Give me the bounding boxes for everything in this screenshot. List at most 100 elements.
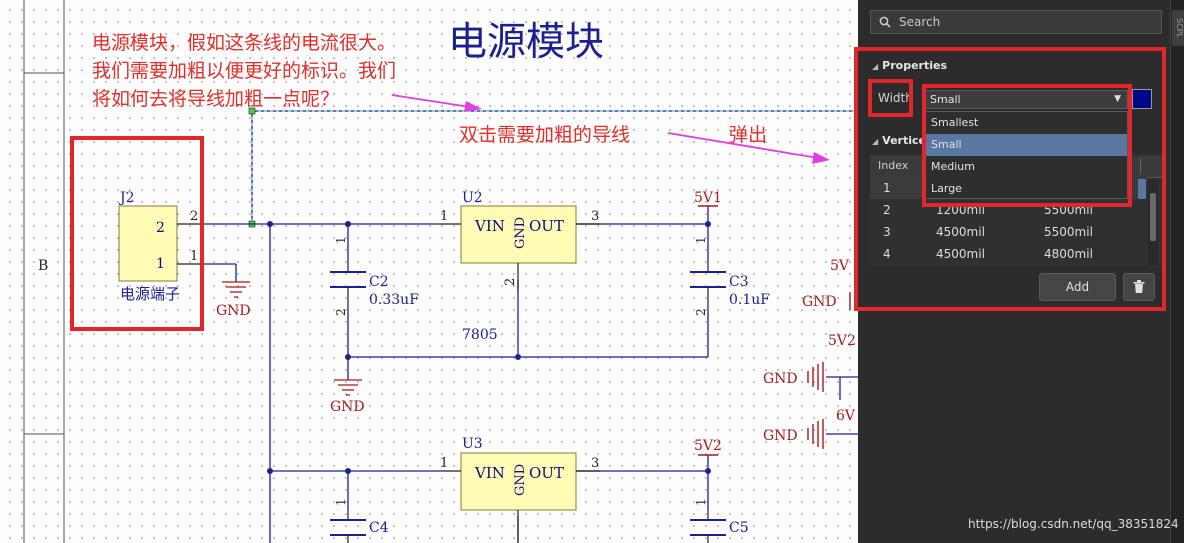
table-row[interactable]: 3 4500mil 5500mil	[870, 221, 1146, 243]
power-port-5v2[interactable]: 5V2	[694, 438, 722, 456]
c2-refdes: C2	[369, 274, 389, 290]
gnd-symbol-c2[interactable]	[334, 379, 362, 396]
annotation-popup: 弹出	[729, 124, 768, 146]
row-index: 4	[883, 247, 891, 261]
gnd-label-j2: GND	[216, 303, 251, 319]
annotation-line-3: 将如何去将导线加粗一点呢？	[92, 88, 340, 110]
capacitor-c5[interactable]: 1 C5	[690, 498, 749, 543]
right-gnd-symbol-3[interactable]	[807, 419, 824, 449]
c3-refdes: C3	[729, 274, 749, 290]
right-gnd-label-2: GND	[763, 371, 798, 387]
junctions	[267, 221, 711, 474]
watermark: https://blog.csdn.net/qq_38351824	[968, 517, 1179, 531]
c3-value: 0.1uF	[729, 292, 770, 308]
capacitor-c2[interactable]: 1 2 C2 0.33uF	[330, 236, 419, 316]
c2-pin-bottom: 2	[334, 308, 348, 316]
sidebar-tab[interactable]: SCPL	[1172, 10, 1184, 46]
highlight-box-properties	[854, 47, 1166, 311]
highlight-box-dropdown	[922, 84, 1132, 207]
connector-j2[interactable]: J2 2 1 电源端子 2 1	[118, 190, 205, 303]
u2-gnd: GND	[513, 217, 528, 249]
collapse-triangle-icon: ◢	[872, 62, 879, 71]
row-index: 2	[883, 203, 891, 217]
u3-pin-out: 3	[591, 456, 599, 471]
j2-pinnum-top: 2	[190, 209, 198, 224]
table-row[interactable]: 4 4500mil 4800mil	[870, 243, 1146, 265]
dropdown-option-smallest[interactable]: Smallest	[931, 116, 979, 129]
properties-section-header[interactable]: ◢Properties	[872, 59, 947, 72]
selected-wire[interactable]	[248, 107, 858, 228]
highlight-box-connector	[70, 136, 204, 331]
row-x: 4500mil	[936, 247, 985, 261]
width-label: Width	[878, 91, 913, 105]
delete-vertex-button[interactable]	[1123, 273, 1155, 301]
right-6v-label: 6V	[836, 408, 856, 424]
c2-value: 0.33uF	[369, 292, 419, 308]
collapse-triangle-icon: ◢	[872, 137, 879, 146]
arrow-to-popup	[667, 132, 830, 164]
c2-pin-top: 1	[334, 236, 348, 244]
annotation-double-click: 双击需要加粗的导线	[459, 124, 631, 146]
j2-pin-top: 2	[156, 220, 165, 236]
trash-icon	[1133, 280, 1145, 293]
right-sidebar: SCPL	[1170, 0, 1184, 543]
big-title: 电源模块	[448, 20, 605, 65]
u2-refdes: U2	[462, 190, 483, 206]
wire-handle-top[interactable]	[248, 107, 256, 115]
u2-pin-in: 1	[440, 209, 448, 224]
right-gnd-label-3: GND	[763, 428, 798, 444]
c5-pin-top: 1	[694, 498, 708, 506]
width-select[interactable]: Small ▼	[924, 90, 1128, 109]
header-index: Index	[878, 159, 909, 172]
chevron-down-icon: ▼	[1114, 94, 1121, 104]
scrollbar-thumb[interactable]	[1150, 193, 1156, 241]
dropdown-option-small[interactable]: Small	[925, 134, 1127, 156]
regulator-u3[interactable]: U3 VIN OUT GND 1 3	[440, 436, 600, 543]
arrow-to-wire	[391, 94, 482, 112]
right-gnd-label-1: GND	[802, 294, 837, 310]
regulator-u2[interactable]: U2 VIN OUT GND 1 3 2 7805	[440, 190, 600, 343]
dropdown-option-large[interactable]: Large	[931, 182, 962, 195]
capacitor-c3[interactable]: 1 2 C3 0.1uF	[690, 236, 770, 316]
u2-out: OUT	[529, 217, 564, 235]
j2-refdes: J2	[118, 190, 135, 206]
dropdown-option-medium[interactable]: Medium	[931, 160, 975, 173]
wire-color-swatch[interactable]	[1132, 89, 1152, 109]
right-5v2-label: 5V2	[828, 333, 856, 349]
row-y: 5500mil	[1044, 225, 1093, 239]
schematic-canvas[interactable]: B J2 2 1 电源端子 2 1	[0, 0, 858, 543]
vertices-title: Vertices	[882, 134, 933, 147]
row-y: 4800mil	[1044, 247, 1093, 261]
right-gnd-symbol-2[interactable]	[807, 362, 824, 392]
add-vertex-button[interactable]: Add	[1039, 273, 1116, 301]
vertices-scrollbar[interactable]	[1148, 179, 1158, 265]
zone-label: B	[38, 258, 48, 274]
c5-refdes: C5	[729, 520, 749, 536]
c3-pin-bottom: 2	[694, 308, 708, 316]
power-port-5v1[interactable]: 5V1	[694, 190, 722, 207]
annotation-line-1: 电源模块，假如这条线的电流很大。	[92, 32, 397, 54]
row-index: 3	[883, 225, 891, 239]
properties-panel: Search ◢Properties Width Small ▼ ◢Vertic…	[854, 0, 1170, 543]
power-5v1-label: 5V1	[694, 190, 722, 206]
u3-vin: VIN	[474, 464, 505, 482]
u3-pin-in: 1	[440, 456, 448, 471]
u2-pin-gnd: 2	[503, 278, 518, 286]
u2-pin-out: 3	[591, 209, 599, 224]
u3-gnd: GND	[513, 464, 528, 496]
search-placeholder: Search	[899, 15, 941, 29]
power-5v2-label: 5V2	[694, 438, 722, 454]
u2-value: 7805	[462, 327, 498, 343]
j2-pin-bottom: 1	[156, 256, 165, 272]
vertices-section-header[interactable]: ◢Vertices	[872, 134, 933, 147]
width-dropdown-list[interactable]: Smallest Small Medium Large	[924, 111, 1128, 199]
gnd-label-c2: GND	[330, 399, 365, 415]
u2-vin: VIN	[474, 217, 505, 235]
capacitor-c4[interactable]: 1 C4	[330, 498, 389, 543]
c3-pin-top: 1	[694, 236, 708, 244]
schematic-drawing: B J2 2 1 电源端子 2 1	[23, 0, 858, 543]
search-icon	[879, 16, 891, 28]
gnd-symbol-j2[interactable]	[222, 281, 250, 298]
u3-refdes: U3	[462, 436, 483, 452]
search-box[interactable]: Search	[870, 10, 1162, 34]
